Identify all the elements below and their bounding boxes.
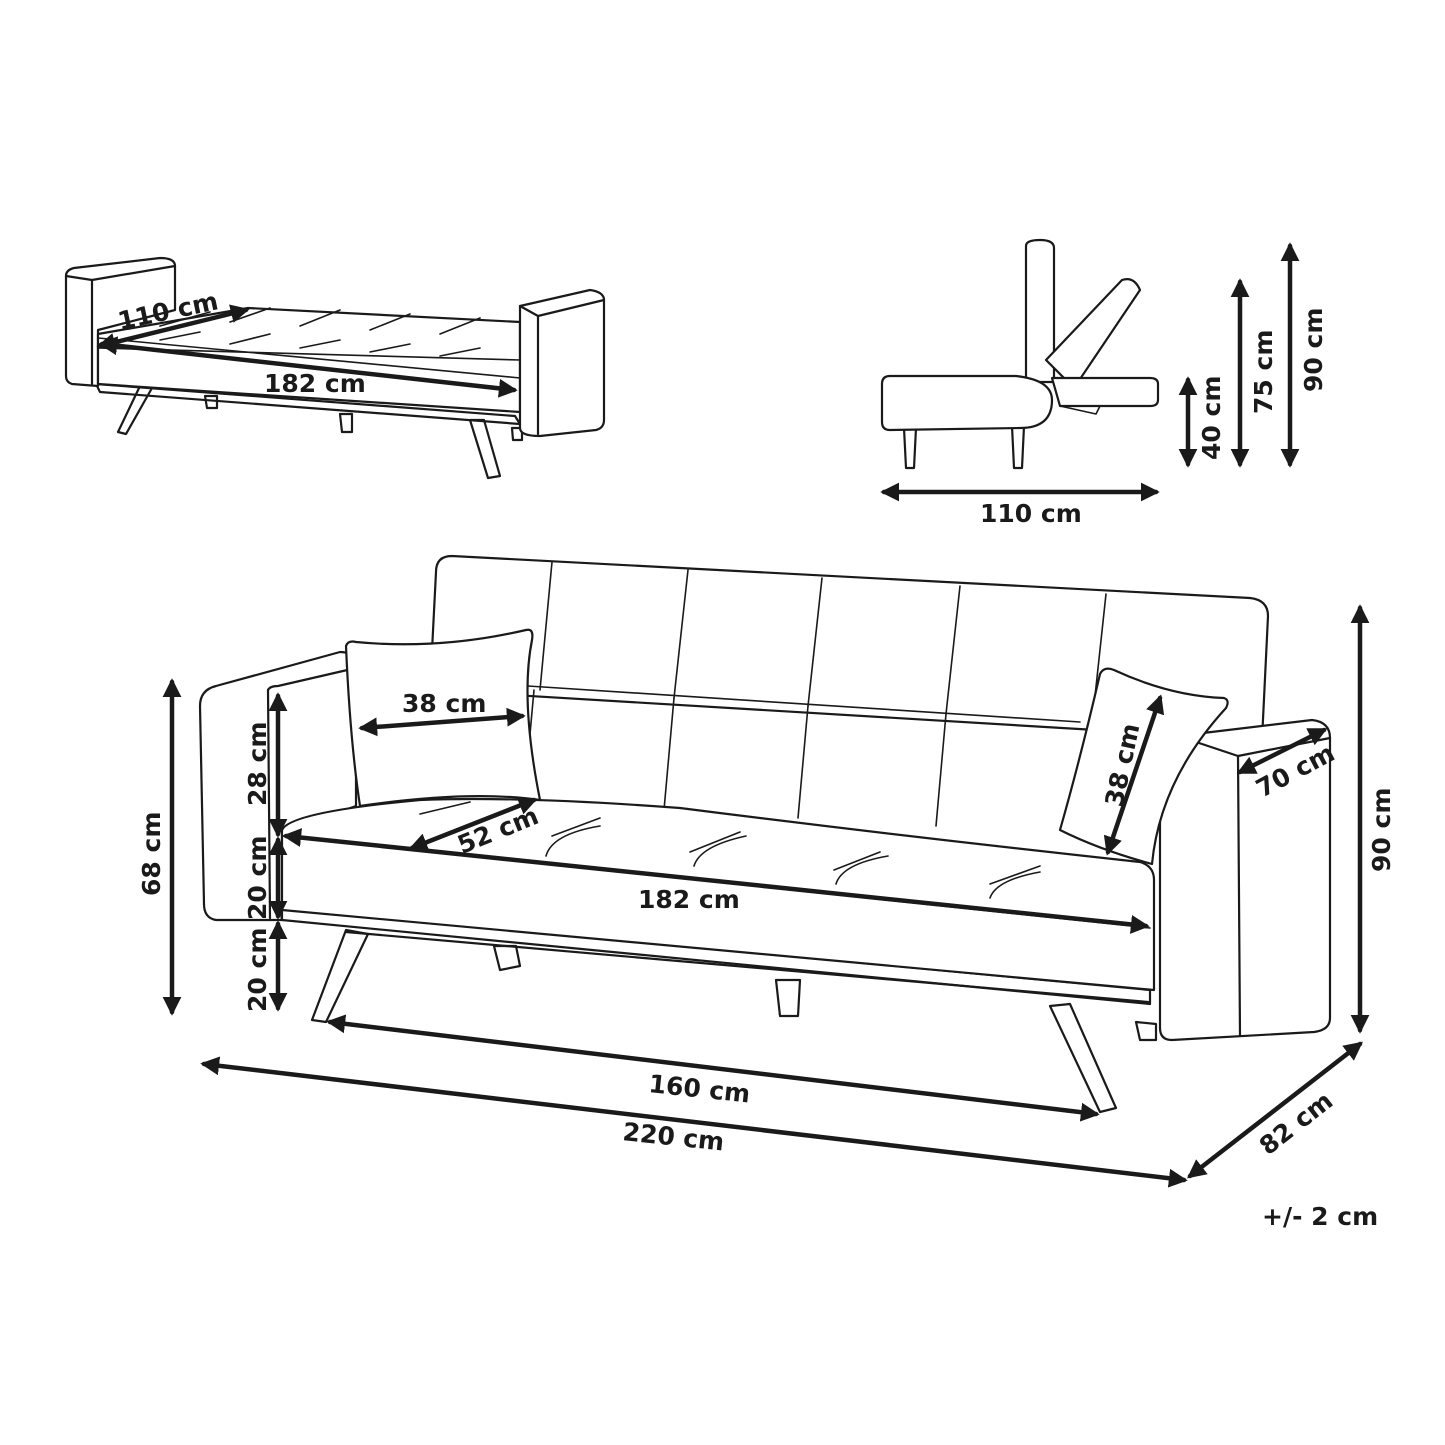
- total-depth-arrow: [1187, 1041, 1363, 1179]
- seat-length-arrow: [282, 828, 1150, 934]
- pillow-height-arrow: [1103, 694, 1165, 856]
- pillow-width-label: 38 cm: [402, 689, 486, 718]
- total-height-label: 90 cm: [1367, 788, 1396, 872]
- total-height-label-side: 90 cm: [1299, 308, 1328, 392]
- armrest-height-label: 68 cm: [137, 812, 166, 896]
- seat-height-label: 40 cm: [1197, 376, 1226, 460]
- bed-flat-view: 110 cm 182 cm: [64, 256, 606, 480]
- leg-height-label: 20 cm: [243, 928, 272, 1012]
- reclined-height-label: 75 cm: [1249, 330, 1278, 414]
- side-profile-view: 110 cm 40 cm 75 cm 90 cm: [880, 238, 1328, 528]
- total-depth-label: 82 cm: [1254, 1086, 1338, 1161]
- sofa-main-view: 38 cm 38 cm 28 cm 20 cm 20 cm 68 cm 52 c…: [137, 554, 1396, 1188]
- between-legs-label: 160 cm: [647, 1069, 751, 1108]
- bed-length-label: 182 cm: [264, 369, 366, 398]
- seat-length-label: 182 cm: [638, 885, 740, 914]
- bed-length-arrow: [98, 336, 518, 398]
- pillow-width-arrow: [358, 707, 526, 737]
- total-length-arrow: [200, 1056, 1188, 1188]
- side-depth-label: 110 cm: [980, 499, 1082, 528]
- armrest-depth-arrow: [1236, 727, 1328, 775]
- backrest-height-label: 28 cm: [243, 722, 272, 806]
- seat-thickness-label: 20 cm: [243, 836, 272, 920]
- tolerance-note: +/- 2 cm: [1262, 1202, 1378, 1231]
